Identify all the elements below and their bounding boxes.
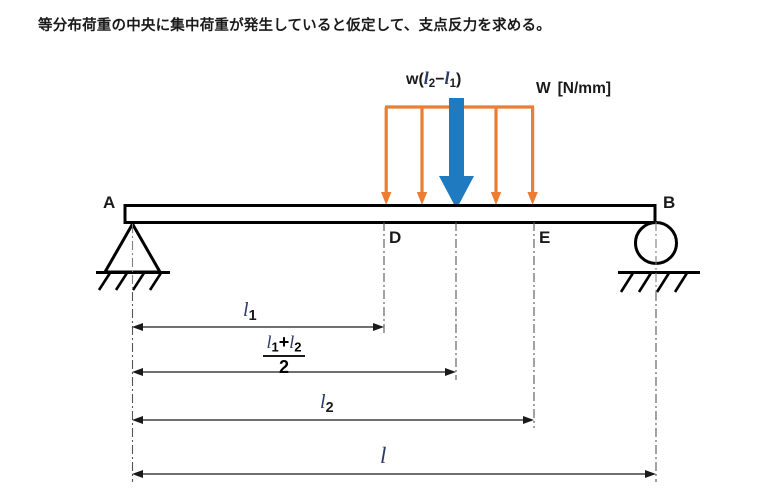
dimension-label-mid: l1+l2 2 (243, 333, 325, 377)
dimension-label-l2: l2 (320, 391, 334, 416)
dimension-label-l-symbol: l (380, 443, 387, 468)
dimension-label-l: l (380, 443, 386, 469)
dimension-line-l2 (132, 416, 534, 424)
mid-num-l2: l (289, 332, 295, 352)
beam (123, 204, 657, 224)
dimension-label-l2-symbol: l (320, 391, 326, 413)
pin-support-hatching (97, 272, 163, 291)
label-support-a: A (103, 193, 116, 212)
mid-num-l1: l (266, 332, 272, 352)
dimension-label-l1-symbol: l (243, 299, 249, 321)
pin-support (96, 220, 170, 292)
resultant-load-l1: l (444, 68, 450, 88)
roller-support (618, 221, 700, 293)
distributed-load-label: W [N/mm] (536, 80, 611, 98)
resultant-load-w: w( (406, 71, 424, 88)
distributed-load-arrow (416, 107, 428, 205)
distributed-load-unit: [N/mm] (557, 80, 612, 97)
distributed-load-arrow (490, 107, 502, 205)
dimension-line-l (132, 470, 656, 478)
roller-support-hatching (619, 272, 689, 293)
resultant-load-l2: l (423, 68, 429, 88)
resultant-load-l2-sub: 2 (428, 78, 436, 91)
dimension-label-mid-denominator: 2 (278, 357, 289, 378)
dimension-line-mid (132, 368, 456, 376)
resultant-load-arrow (439, 98, 474, 209)
page-title: 等分布荷重の中央に集中荷重が発生していると仮定して、支点反力を求める。 (38, 18, 551, 34)
label-support-b: B (663, 193, 676, 212)
resultant-load-l1-sub: 1 (449, 78, 456, 91)
distributed-load-arrow (381, 107, 392, 205)
mid-num-l2-sub: 2 (294, 339, 302, 355)
dimension-lines (132, 323, 656, 478)
label-point-e: E (539, 228, 551, 247)
label-point-d: D (389, 228, 402, 247)
distributed-load-symbol: W (536, 80, 551, 97)
resultant-load-close: ) (455, 71, 462, 88)
distributed-load-arrow (527, 107, 538, 205)
resultant-load-label: w(l2−l1) (406, 68, 461, 90)
mid-num-l1-sub: 1 (271, 339, 279, 355)
dimension-label-l1: l1 (243, 299, 257, 324)
dimension-label-l2-sub: 2 (325, 400, 334, 417)
dimension-label-l1-sub: 1 (248, 308, 257, 325)
dimension-line-l1 (132, 323, 384, 331)
extension-lines (131, 222, 657, 482)
resultant-load-minus: − (435, 71, 445, 88)
dimension-label-mid-numerator: l1+l2 (262, 332, 306, 358)
mid-num-plus: + (278, 332, 290, 352)
